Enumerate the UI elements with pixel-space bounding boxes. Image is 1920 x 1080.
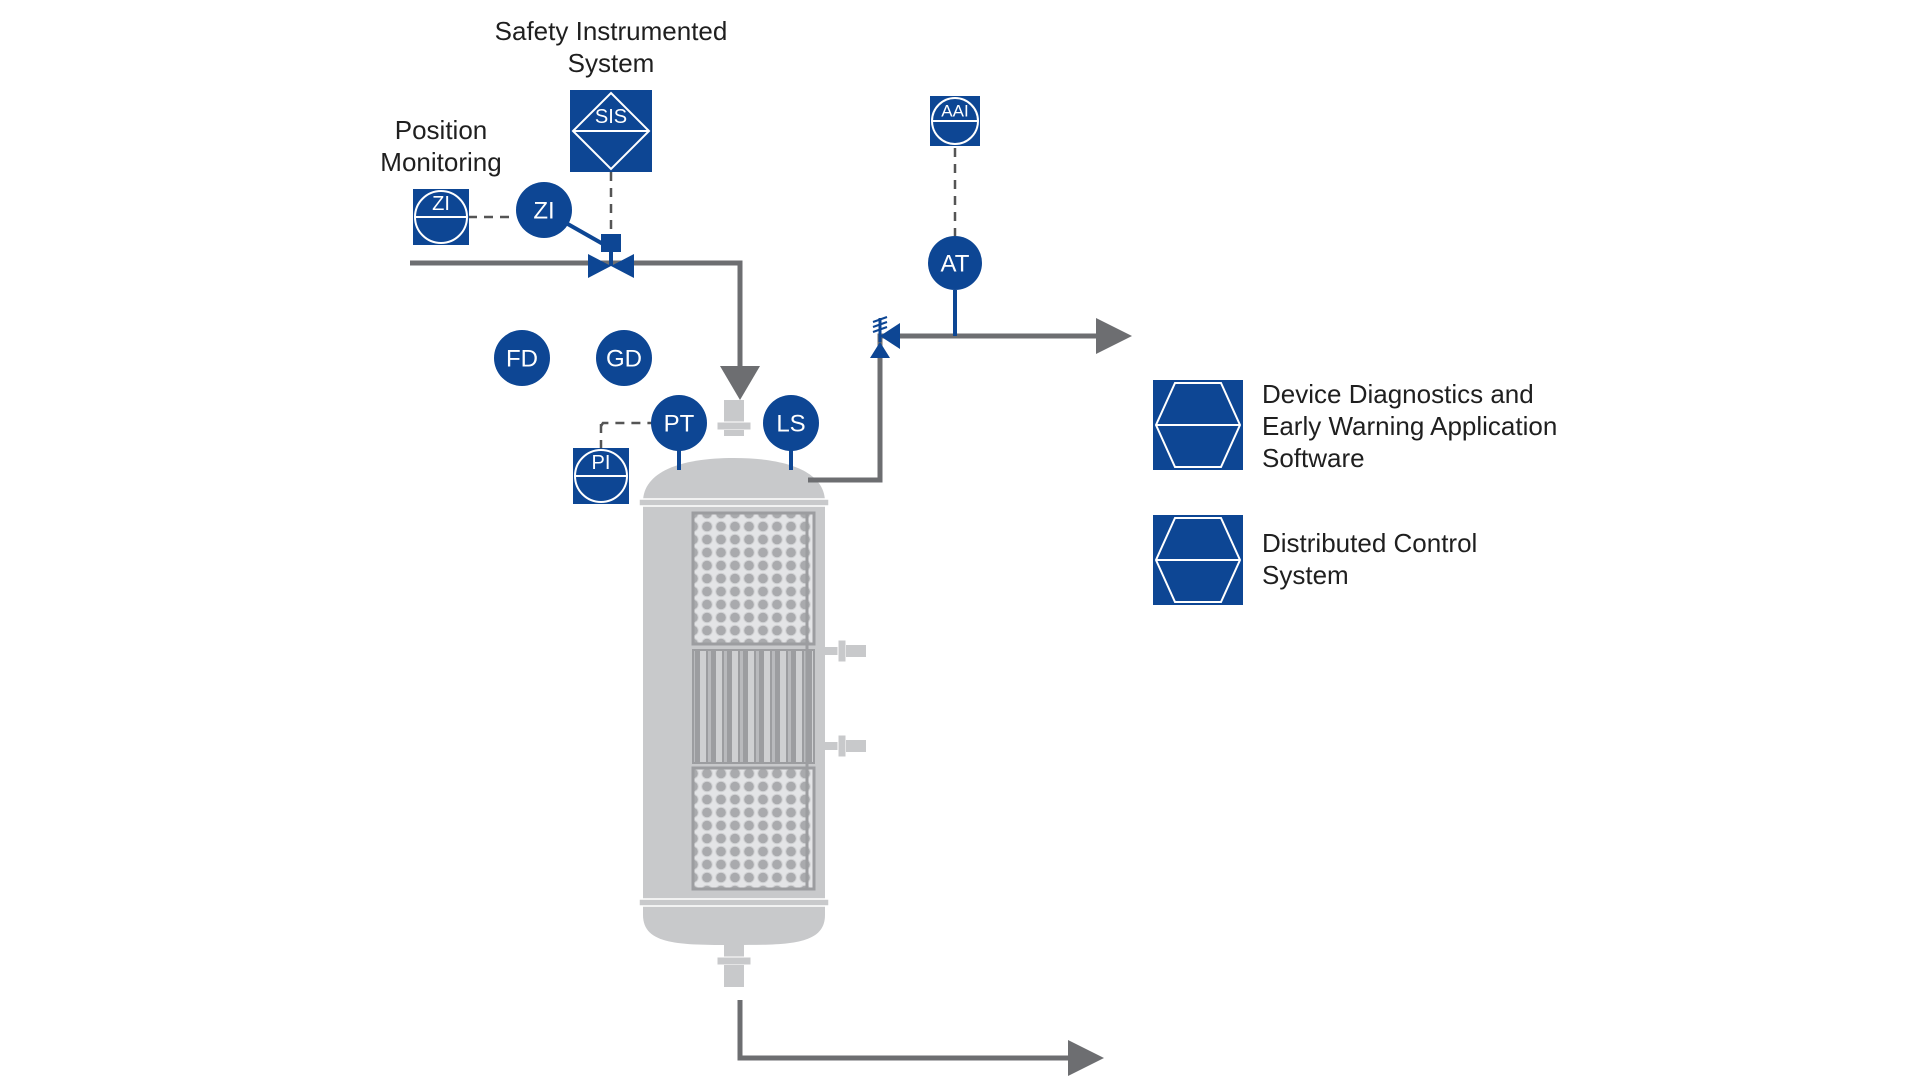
inlet-pipe <box>410 260 743 372</box>
gd-bubble[interactable]: GD <box>596 330 652 386</box>
ls-tag: LS <box>776 411 805 438</box>
bottoms-outlet-arrow <box>1068 1040 1104 1076</box>
position-label-line2: Monitoring <box>380 147 501 177</box>
fd-bubble[interactable]: FD <box>494 330 550 386</box>
bottom-nozzle <box>724 965 744 987</box>
top-nozzle <box>724 400 744 422</box>
upper-head-flange <box>638 498 830 507</box>
aai-tag: AAI <box>941 102 968 121</box>
inlet-arrow <box>720 366 760 400</box>
lower-head-flange <box>638 898 830 907</box>
overhead-pipe <box>808 333 1100 483</box>
valve-actuator <box>601 234 621 252</box>
lower-packed-bed <box>691 766 816 891</box>
sis-label-line1: Safety Instrumented <box>495 16 728 46</box>
at-tag: AT <box>941 251 970 278</box>
gd-tag: GD <box>606 346 642 373</box>
zi-link <box>565 221 604 246</box>
aai-display-block[interactable]: AAI <box>930 96 980 146</box>
sis-tag: SIS <box>595 106 627 128</box>
zi-bubble-tag: ZI <box>533 198 554 225</box>
upper-packed-bed <box>691 511 816 646</box>
zi-display-tag: ZI <box>432 193 450 215</box>
pi-display-block[interactable]: PI <box>573 448 629 504</box>
legend-dcs: Distributed Control System <box>1153 515 1477 605</box>
diagnostics-legend-line3: Software <box>1262 443 1365 473</box>
reactor-vessel <box>638 400 866 987</box>
pi-tag: PI <box>592 452 611 474</box>
side-nozzle-upper <box>846 645 866 657</box>
control-valve <box>588 234 634 278</box>
diagnostics-legend-line2: Early Warning Application <box>1262 411 1557 441</box>
pt-bubble[interactable]: PT <box>651 395 707 451</box>
zi-display-block[interactable]: ZI <box>413 189 469 245</box>
pi-signal-line-h <box>599 421 656 427</box>
check-valve-arrow <box>880 323 900 349</box>
top-nozzle-flange <box>716 421 752 431</box>
bottoms-pipe <box>737 1000 1070 1061</box>
process-piping <box>410 260 1100 1061</box>
side-nozzle-lower <box>846 740 866 752</box>
pt-tag: PT <box>664 411 695 438</box>
position-label-line1: Position <box>395 115 488 145</box>
overhead-outlet-arrow <box>1096 318 1132 354</box>
sis-system-block[interactable]: SIS <box>570 90 652 172</box>
at-bubble[interactable]: AT <box>928 236 982 290</box>
legend-diagnostics: Device Diagnostics and Early Warning App… <box>1153 379 1557 473</box>
tube-bundle <box>692 649 815 764</box>
signal-lines <box>468 148 957 448</box>
zi-bubble[interactable]: ZI <box>516 182 572 238</box>
sis-label-line2: System <box>568 48 655 78</box>
dcs-legend-line1: Distributed Control <box>1262 528 1477 558</box>
relief-valve <box>870 316 890 358</box>
dcs-legend-line2: System <box>1262 560 1349 590</box>
diagnostics-legend-line1: Device Diagnostics and <box>1262 379 1534 409</box>
bottom-nozzle-flange <box>716 956 752 966</box>
fd-tag: FD <box>506 346 538 373</box>
ls-bubble[interactable]: LS <box>763 395 819 451</box>
